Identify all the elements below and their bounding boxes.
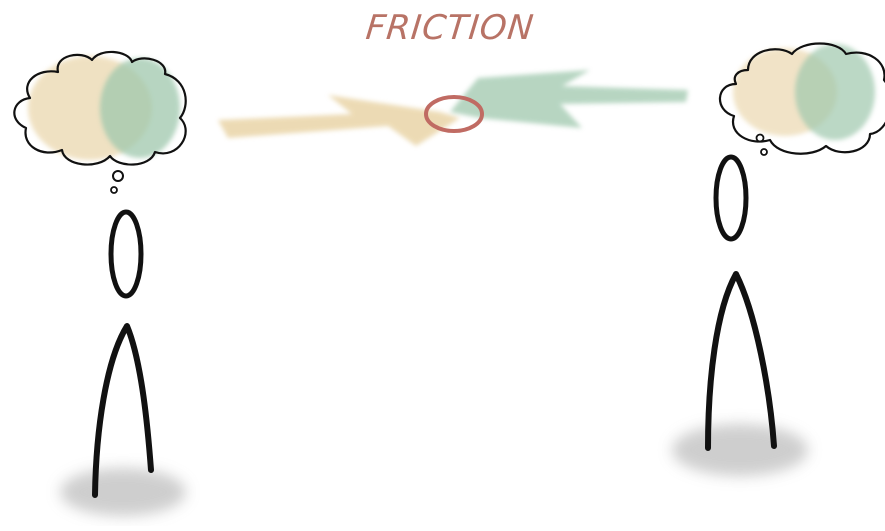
title: FRICTION [358,8,542,48]
left-stick-figure-icon [95,212,151,495]
beige-arrow-icon [218,95,460,146]
right-stick-figure-icon [708,157,774,448]
green-arrow-icon [450,70,688,128]
left-person [14,52,186,516]
right-thought-bubble-icon [720,44,885,156]
friction-arrows [218,70,688,146]
left-ground-shadow [60,468,186,516]
left-thought-bubble-icon [14,52,185,193]
right-person [672,44,885,477]
right-ground-shadow [672,424,808,476]
